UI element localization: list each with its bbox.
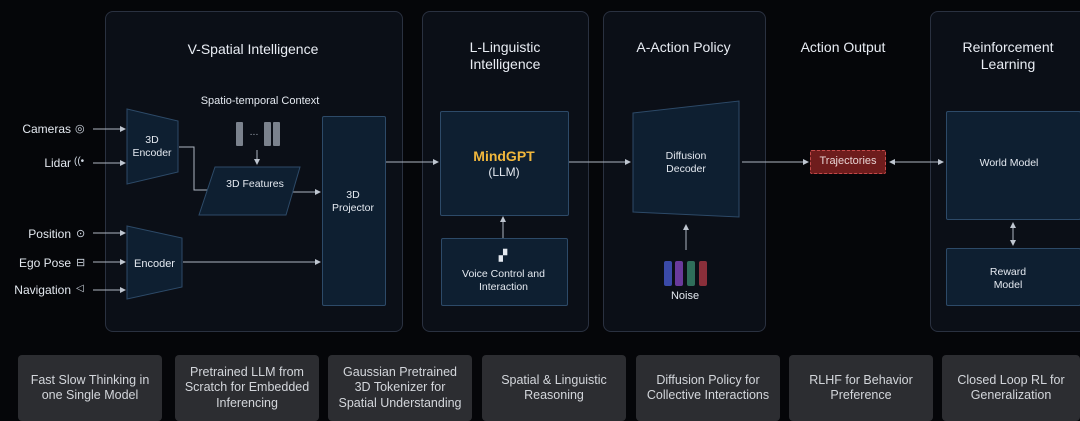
encoder-label: Encoder: [134, 258, 175, 270]
diffusion-decoder-shape: [632, 100, 740, 218]
noise-bar: [699, 261, 707, 286]
voice-control-label: Voice Control and Interaction: [462, 268, 545, 293]
input-label-lidar: Lidar: [44, 156, 71, 170]
mindgpt-title: MindGPT: [473, 148, 535, 164]
feature-card: Closed Loop RL for Generalization: [942, 355, 1080, 421]
location-pin-icon: ⊙: [76, 228, 86, 240]
noise-bar: [675, 261, 683, 286]
spatio-temporal-context-label: Spatio-temporal Context: [200, 95, 320, 107]
context-token-bar: [273, 122, 280, 146]
3d-encoder-label: 3D Encoder: [132, 134, 172, 159]
reinforcement-learning-title: Reinforcement Learning: [962, 39, 1054, 72]
mindgpt-llm-box: [440, 111, 569, 216]
action-output-title: Action Output: [800, 39, 886, 55]
3d-encoder-shape: [126, 108, 179, 185]
noise-label: Noise: [670, 290, 700, 302]
encoder-shape: [126, 225, 183, 300]
reward-model-box: [946, 248, 1080, 306]
feature-card: Spatial & Linguistic Reasoning: [482, 355, 626, 421]
context-token-bar: [236, 122, 243, 146]
3d-features-shape: [198, 166, 301, 216]
reward-model-label: Reward Model: [989, 266, 1027, 291]
diffusion-decoder-label: Diffusion Decoder: [665, 150, 707, 175]
lidar-icon: ((•: [74, 156, 85, 167]
world-model-label: World Model: [979, 157, 1039, 169]
trajectories-label: Trajectories: [819, 155, 877, 167]
voice-control-icon: ▞: [498, 250, 508, 262]
car-icon: ⊟: [76, 257, 86, 269]
feature-card: Diffusion Policy for Collective Interact…: [636, 355, 780, 421]
input-label-position: Position: [28, 227, 71, 241]
trajectories-box: [810, 150, 886, 174]
spatial-intelligence-title: V-Spatial Intelligence: [187, 41, 319, 57]
3d-projector-label: 3D Projector: [331, 189, 374, 214]
feature-card: Pretrained LLM from Scratch for Embedded…: [175, 355, 319, 421]
voice-control-box: [441, 238, 568, 306]
noise-bar: [664, 261, 672, 286]
context-token-bar: [264, 122, 271, 146]
feature-card: Fast Slow Thinking in one Single Model: [18, 355, 162, 421]
action-policy-title: A-Action Policy: [636, 39, 731, 55]
feature-card: RLHF for Behavior Preference: [789, 355, 933, 421]
3d-features-label: 3D Features: [226, 178, 284, 190]
noise-bar: [687, 261, 695, 286]
llm-subtitle: (LLM): [488, 165, 520, 179]
world-model-box: [946, 111, 1080, 220]
navigation-arrow-icon: ◁: [76, 283, 84, 294]
input-label-navigation: Navigation: [14, 283, 71, 297]
feature-card: Gaussian Pretrained 3D Tokenizer for Spa…: [328, 355, 472, 421]
context-dots: ...: [249, 126, 259, 138]
3d-projector-box: [322, 116, 386, 306]
linguistic-intelligence-title: L-Linguistic Intelligence: [469, 39, 541, 72]
camera-icon: ◎: [75, 123, 85, 135]
input-label-cameras: Cameras: [22, 122, 71, 136]
input-label-ego-pose: Ego Pose: [18, 256, 71, 270]
